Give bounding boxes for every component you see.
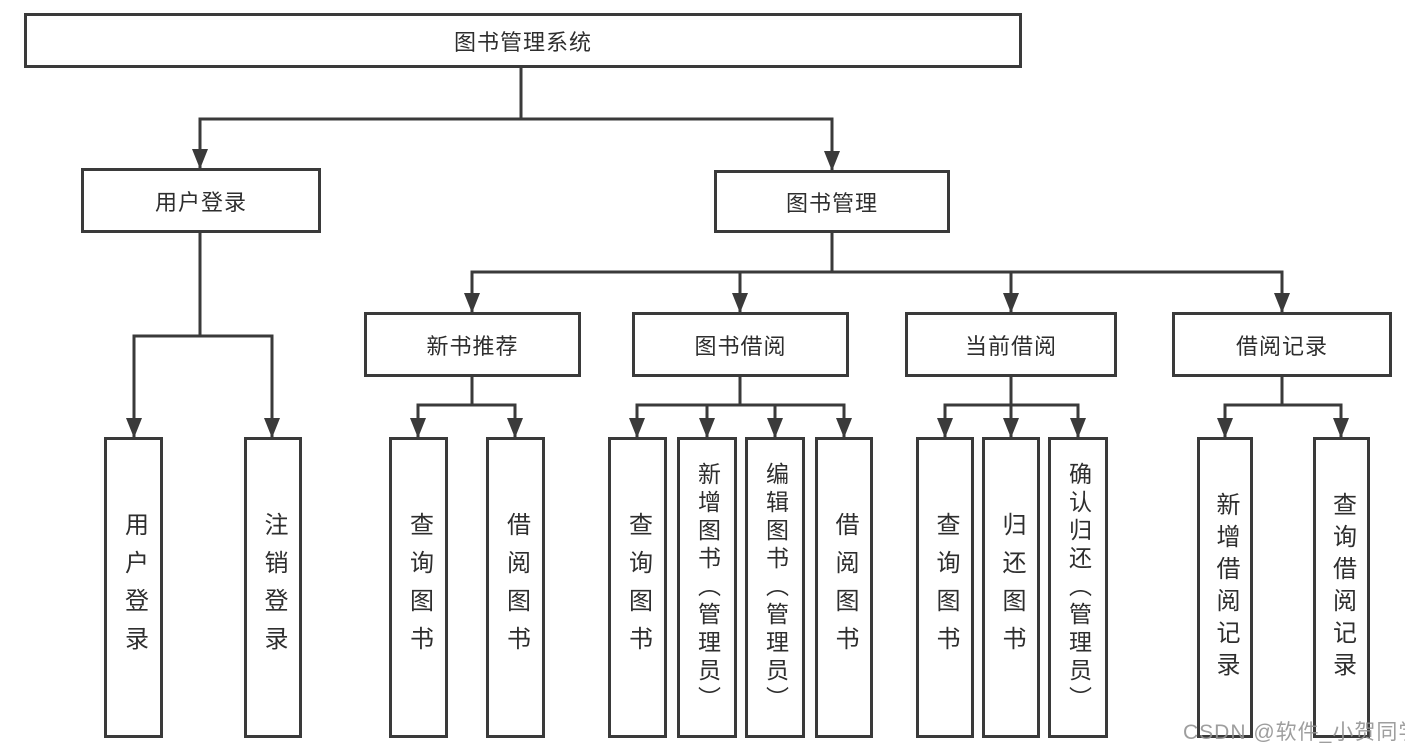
- node-new-book-label: 新书推荐: [426, 333, 519, 359]
- node-user-login: 用户登录: [81, 168, 321, 233]
- leaf-bb-borrow-books-label: 借阅图书: [831, 511, 858, 664]
- leaf-cb-return-books: 归还图书: [982, 437, 1040, 738]
- node-borrow-records: 借阅记录: [1172, 312, 1392, 377]
- leaf-bb-edit-books-admin-label: 编辑图书（管理员）: [762, 461, 789, 714]
- leaf-br-query-record-label: 查询借阅记录: [1328, 491, 1356, 684]
- node-book-borrow-label: 图书借阅: [694, 333, 787, 359]
- leaf-user-login-label: 用户登录: [120, 511, 148, 664]
- leaf-bb-add-books-admin: 新增图书（管理员）: [677, 437, 737, 738]
- node-root-label: 图书管理系统: [453, 29, 592, 55]
- leaf-nb-query-books-label: 查询图书: [405, 511, 433, 664]
- leaf-cb-confirm-return-admin-label: 确认归还（管理员）: [1065, 461, 1092, 714]
- node-current-borrow: 当前借阅: [905, 312, 1117, 377]
- node-current-borrow-label: 当前借阅: [964, 333, 1057, 359]
- csdn-watermark: CSDN @软件_小贺同学: [1183, 721, 1405, 744]
- leaf-cb-query-books: 查询图书: [916, 437, 974, 738]
- node-user-login-label: 用户登录: [154, 189, 247, 215]
- leaf-cb-query-books-label: 查询图书: [932, 511, 959, 664]
- node-root: 图书管理系统: [24, 13, 1022, 68]
- leaf-bb-borrow-books: 借阅图书: [815, 437, 873, 738]
- leaf-cb-return-books-label: 归还图书: [998, 511, 1025, 664]
- node-new-book: 新书推荐: [364, 312, 581, 377]
- leaf-cb-confirm-return-admin: 确认归还（管理员）: [1048, 437, 1108, 738]
- node-book-borrow: 图书借阅: [632, 312, 849, 377]
- node-book-mgmt-label: 图书管理: [785, 190, 878, 216]
- node-book-mgmt: 图书管理: [714, 170, 950, 233]
- leaf-nb-borrow-books-label: 借阅图书: [502, 511, 530, 664]
- leaf-bb-add-books-admin-label: 新增图书（管理员）: [694, 461, 721, 714]
- leaf-br-query-record: 查询借阅记录: [1313, 437, 1370, 738]
- leaf-nb-query-books: 查询图书: [389, 437, 448, 738]
- leaf-logout: 注销登录: [244, 437, 302, 738]
- leaf-nb-borrow-books: 借阅图书: [486, 437, 545, 738]
- node-borrow-records-label: 借阅记录: [1235, 333, 1328, 359]
- leaf-bb-query-books: 查询图书: [608, 437, 667, 738]
- leaf-bb-edit-books-admin: 编辑图书（管理员）: [745, 437, 805, 738]
- leaf-logout-label: 注销登录: [260, 511, 287, 664]
- leaf-br-add-record-label: 新增借阅记录: [1212, 491, 1239, 684]
- leaf-br-add-record: 新增借阅记录: [1197, 437, 1253, 738]
- leaf-user-login: 用户登录: [104, 437, 163, 738]
- leaf-bb-query-books-label: 查询图书: [624, 511, 652, 664]
